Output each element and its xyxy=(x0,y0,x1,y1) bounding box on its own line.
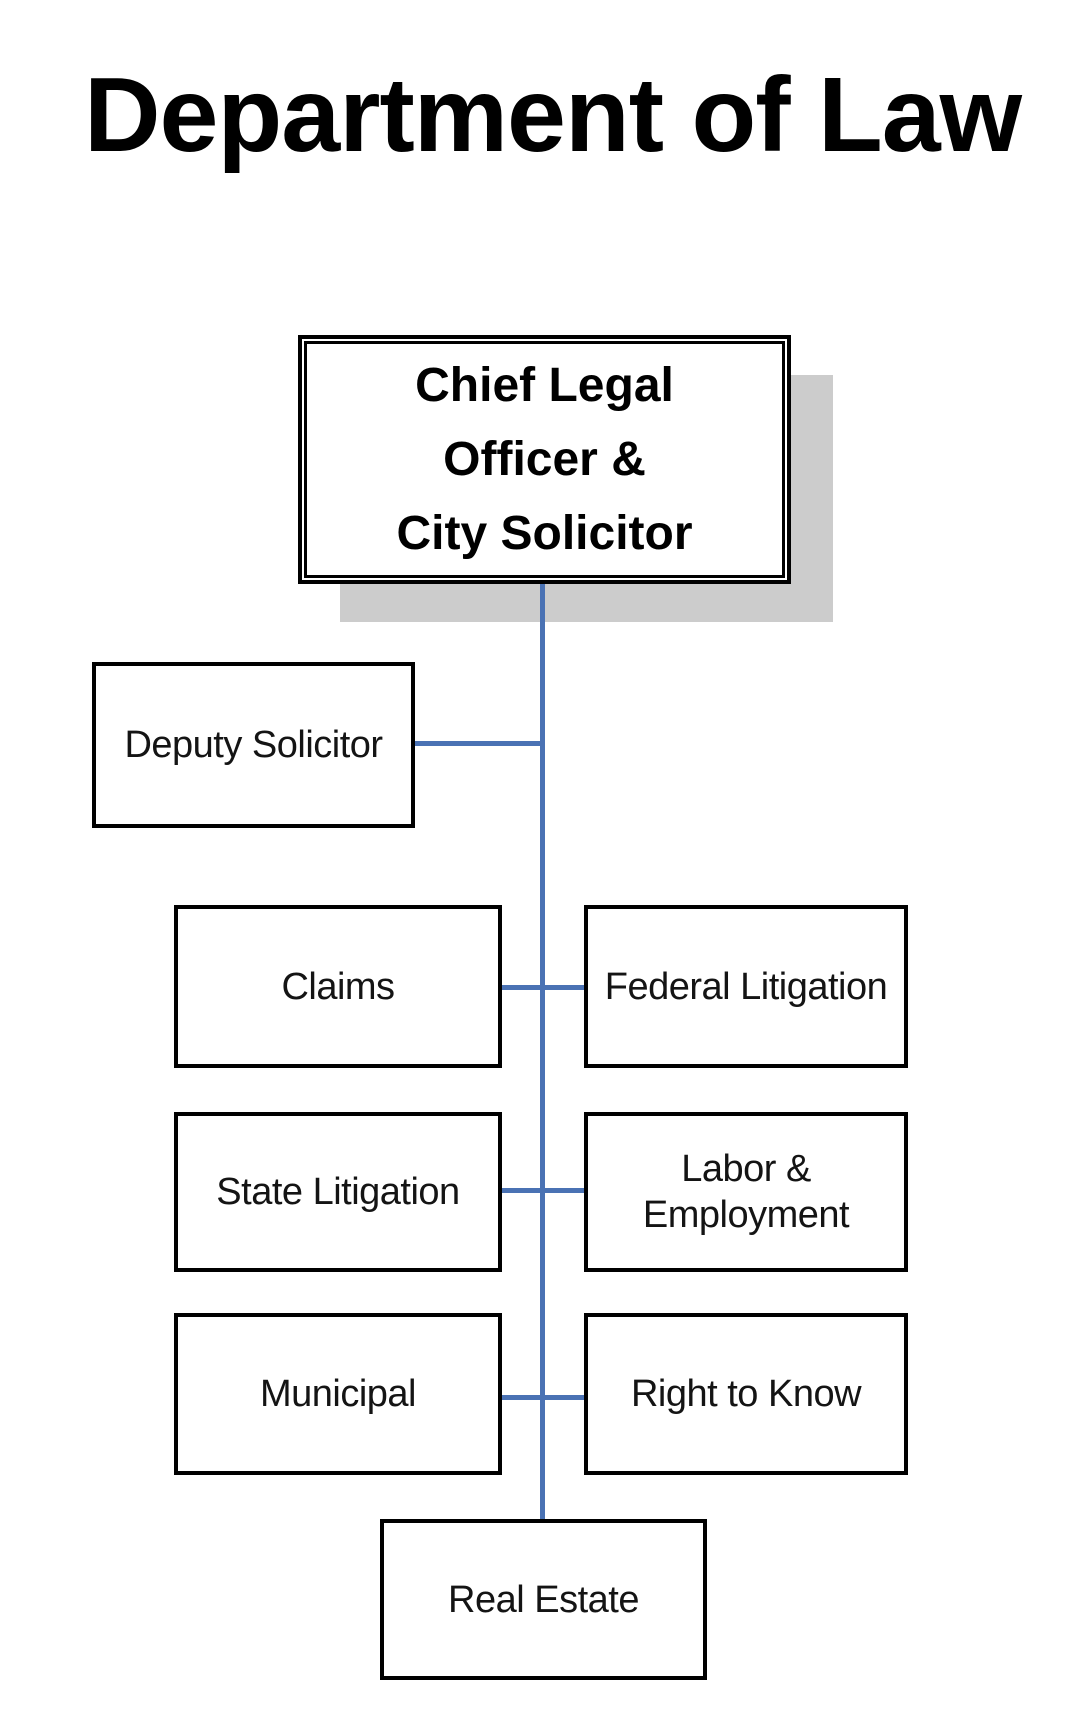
node-municipal-label: Municipal xyxy=(259,1373,417,1415)
connector-row-state-labor xyxy=(500,1188,587,1193)
node-claims-label: Claims xyxy=(281,965,395,1008)
page-title: Department of Law xyxy=(84,56,1022,174)
node-deputy-solicitor: Deputy Solicitor xyxy=(92,662,415,828)
node-real-estate: Real Estate xyxy=(380,1519,707,1680)
node-chief-legal-officer-inner: Chief Legal Officer & City Solicitor xyxy=(304,341,785,578)
node-labor-employment-line-2: Employment xyxy=(642,1194,850,1236)
connector-deputy-solicitor xyxy=(413,741,543,746)
node-claims: Claims xyxy=(174,905,502,1068)
node-chief-legal-officer: Chief Legal Officer & City Solicitor xyxy=(298,335,791,584)
node-deputy-solicitor-label: Deputy Solicitor xyxy=(124,724,383,766)
node-labor-employment-line-1: Labor & xyxy=(681,1148,811,1190)
node-municipal: Municipal xyxy=(174,1313,502,1475)
node-state-litigation-label: State Litigation xyxy=(216,1171,460,1213)
node-real-estate-label: Real Estate xyxy=(448,1578,639,1621)
node-right-to-know-label: Right to Know xyxy=(630,1373,862,1415)
connector-trunk-line xyxy=(540,580,545,1520)
node-federal-litigation: Federal Litigation xyxy=(584,905,908,1068)
node-labor-employment: Labor & Employment xyxy=(584,1112,908,1272)
node-federal-litigation-label: Federal Litigation xyxy=(604,965,888,1008)
node-right-to-know: Right to Know xyxy=(584,1313,908,1475)
root-label-line-3: City Solicitor xyxy=(396,506,693,560)
connector-row-claims-federal xyxy=(500,985,587,990)
root-label-line-2: Officer & xyxy=(443,432,646,486)
node-state-litigation: State Litigation xyxy=(174,1112,502,1272)
connector-row-municipal-rtk xyxy=(500,1395,587,1400)
root-label-line-1: Chief Legal xyxy=(415,358,674,412)
